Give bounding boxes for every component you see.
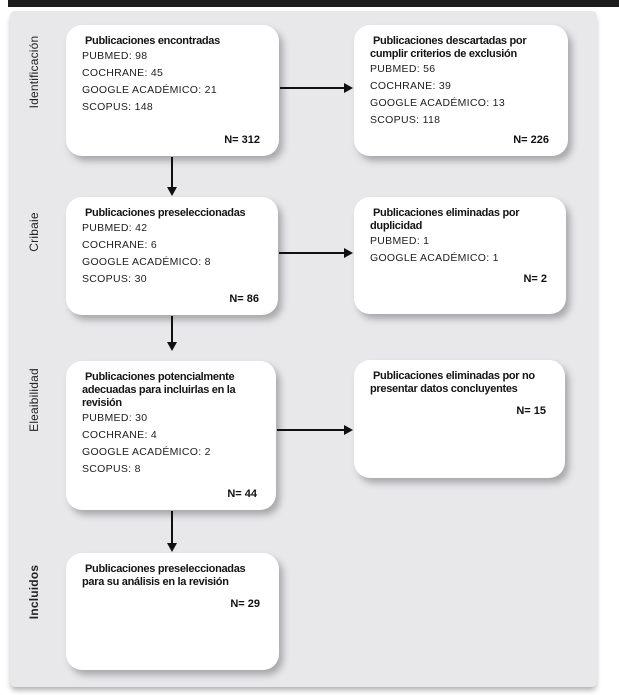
box-title: Publicaciones encontradas [85,35,220,47]
box-item: COCHRANE: 39 [370,80,452,92]
box-publicaciones-encontradas: Publicaciones encontradas PUBMED: 98 COC… [66,25,279,156]
arrow-down-3 [167,511,177,552]
box-title: Publicaciones preseleccionadas para su a… [82,563,246,588]
box-item: COCHRANE: 45 [82,67,164,79]
box-item: COCHRANE: 6 [82,239,158,251]
arrow-right-row2 [279,248,353,258]
box-total: N= 312 [224,134,260,146]
box-item: SCOPUS: 8 [82,463,141,475]
top-rule-bar [8,0,619,7]
box-item: SCOPUS: 148 [82,101,153,113]
stage-label-incluidos: Incluidos [27,564,41,620]
box-preseleccionadas-analisis: Publicaciones preseleccionadas para su a… [66,553,279,670]
box-item: PUBMED: 42 [82,222,148,234]
box-publicaciones-preseleccionadas: Publicaciones preseleccionadas PUBMED: 4… [66,197,278,315]
stage-label-identificacion: Identificación [27,35,41,109]
stage-label-elegibilidad: Eleaibilidad [27,368,41,432]
box-item: GOOGLE ACADÉMICO: 21 [82,84,217,96]
box-total: N= 226 [513,134,549,146]
box-eliminadas-duplicidad: Publicaciones eliminadas por duplicidad … [354,197,566,314]
box-title: Publicaciones eliminadas por duplicidad [370,207,520,232]
box-item: SCOPUS: 118 [370,114,441,126]
box-title: Publicaciones descartadas por cumplir cr… [370,35,527,60]
arrow-down-1 [167,157,177,196]
box-item: COCHRANE: 4 [82,429,158,441]
box-title: Publicaciones eliminadas por no presenta… [370,370,535,395]
box-total: N= 2 [523,273,547,285]
box-item: PUBMED: 98 [82,50,148,62]
box-publicaciones-descartadas: Publicaciones descartadas por cumplir cr… [354,25,568,156]
arrow-right-row1 [280,83,353,93]
box-item: SCOPUS: 30 [82,273,147,285]
arrow-down-2 [167,316,177,351]
box-item: GOOGLE ACADÉMICO: 2 [82,446,211,458]
box-item: GOOGLE ACADÉMICO: 1 [370,252,499,264]
box-total: N= 29 [230,598,260,610]
box-item: PUBMED: 30 [82,412,148,424]
box-item: PUBMED: 56 [370,63,436,75]
box-title: Publicaciones preseleccionadas [85,207,246,219]
box-eliminadas-no-concluyentes: Publicaciones eliminadas por no presenta… [354,360,565,478]
box-item: GOOGLE ACADÉMICO: 13 [370,97,505,109]
box-total: N= 15 [516,405,546,417]
box-total: N= 86 [229,293,259,305]
arrow-right-row3 [277,425,353,435]
stage-label-cribaje: Cribaie [27,212,41,252]
box-title: Publicaciones potencialmente adecuadas p… [82,371,236,409]
box-total: N= 44 [227,488,257,500]
box-item: PUBMED: 1 [370,235,430,247]
box-potencialmente-adecuadas: Publicaciones potencialmente adecuadas p… [66,361,276,510]
box-item: GOOGLE ACADÉMICO: 8 [82,256,211,268]
